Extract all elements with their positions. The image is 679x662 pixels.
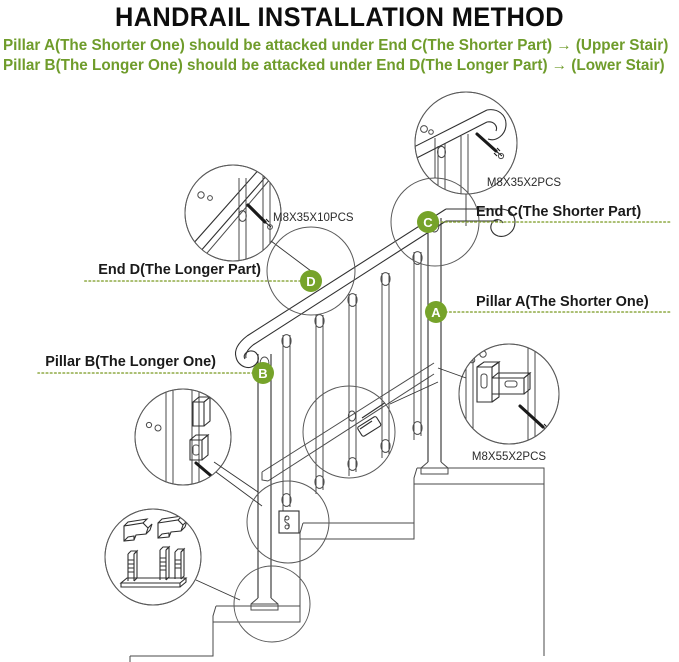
instruction-line-2: Pillar B(The Longer One) should be attac… [2, 57, 665, 74]
page-title: HANDRAIL INSTALLATION METHOD [114, 2, 564, 32]
label-end-c: End C(The Shorter Part) [476, 204, 641, 220]
railing-assembly [234, 208, 516, 611]
hardware-label-mid-right: M8X55X2PCS [472, 451, 546, 463]
marker-b[interactable]: B [252, 362, 274, 384]
instruction-line-1: Pillar A(The Shorter One) should be atta… [2, 37, 669, 54]
detail-post-bracket: M8X55X2PCS [437, 343, 560, 463]
baluster [281, 334, 292, 511]
baluster [347, 293, 358, 476]
label-pillar-b: Pillar B(The Longer One) [45, 354, 216, 370]
marker-d[interactable]: D [300, 270, 322, 292]
marker-b-letter: B [258, 366, 267, 381]
baluster [412, 251, 423, 440]
detail-end-d [266, 226, 356, 316]
top-handrail [234, 208, 516, 369]
balusters [281, 251, 423, 511]
detail-rail-connector [302, 381, 439, 479]
marker-d-letter: D [306, 274, 315, 289]
hardware-label-top-right: M8X35X2PCS [487, 177, 561, 189]
detail-post-base [233, 565, 311, 643]
hardware-label-upper-left: M8X35X10PCS [273, 212, 354, 224]
detail-base-anchor [104, 508, 241, 606]
callout-leaders [37, 221, 673, 374]
marker-c[interactable]: C [417, 211, 439, 233]
detail-post-connector [213, 461, 330, 564]
baluster [380, 272, 391, 458]
technical-drawing: M8X35X2PCS M8X35X10PCS [0, 82, 679, 662]
label-pillar-a: Pillar A(The Shorter One) [476, 294, 649, 310]
marker-a[interactable]: A [425, 301, 447, 323]
header: HANDRAIL INSTALLATION METHOD Pillar A(Th… [0, 0, 679, 76]
pillar-b-post [250, 354, 279, 611]
detail-lower-bracket [134, 388, 263, 507]
detail-handrail-end: M8X35X2PCS [414, 91, 561, 226]
stair-outline [129, 467, 545, 662]
marker-c-letter: C [423, 215, 433, 230]
detail-rail-baluster: M8X35X10PCS [184, 164, 354, 272]
pillar-a-post [420, 218, 449, 475]
label-end-d: End D(The Longer Part) [98, 262, 261, 278]
marker-a-letter: A [431, 305, 441, 320]
bottom-rail [261, 362, 435, 482]
